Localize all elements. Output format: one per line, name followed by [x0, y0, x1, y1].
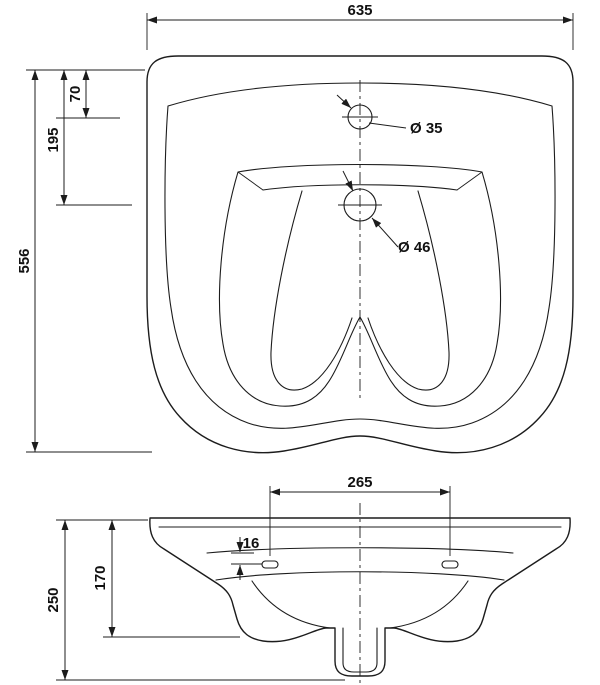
tap-hole-leader-arrow — [336, 94, 352, 109]
fixing-hole-right — [441, 560, 459, 569]
bowl-hole-offset-value: 195 — [45, 127, 62, 152]
armrest-channel-left — [270, 190, 353, 391]
front-bowl-curve-right — [389, 580, 469, 629]
tap-hole-diameter-label: Ø 35 — [410, 120, 443, 137]
front-view: 265 16 170 250 — [45, 474, 571, 684]
front-outer-outline — [149, 517, 571, 677]
overall-height-value: 250 — [45, 587, 62, 612]
top-view: Ø 35 Ø 46 635 556 70 195 — [16, 2, 574, 454]
fixing-hole-offset-value: 16 — [243, 535, 260, 552]
armrest-channel-right — [367, 190, 450, 391]
front-bowl-curve-left — [251, 580, 331, 629]
front-underside-edge — [215, 571, 505, 581]
bowl-corner-right — [456, 171, 483, 191]
bowl-hole-leader-line — [371, 217, 399, 248]
tap-hole-offset-value: 70 — [67, 86, 84, 103]
overall-width-value: 635 — [347, 2, 372, 19]
bowl-hole-diameter-label: Ø 46 — [398, 239, 431, 256]
tap-hole-leader-line — [368, 122, 407, 129]
fixing-hole-left — [261, 560, 279, 569]
basin-outer-outline — [146, 55, 574, 454]
bowl-back-ledge — [262, 184, 458, 191]
bowl-corner-left — [237, 171, 264, 191]
bowl-outline — [218, 163, 502, 407]
overall-depth-value: 556 — [16, 248, 33, 273]
basin-inner-rim — [164, 82, 556, 429]
body-height-value: 170 — [92, 565, 109, 590]
fixing-hole-spacing-value: 265 — [347, 474, 372, 491]
bowl-hole-leader-arrow — [342, 170, 354, 192]
